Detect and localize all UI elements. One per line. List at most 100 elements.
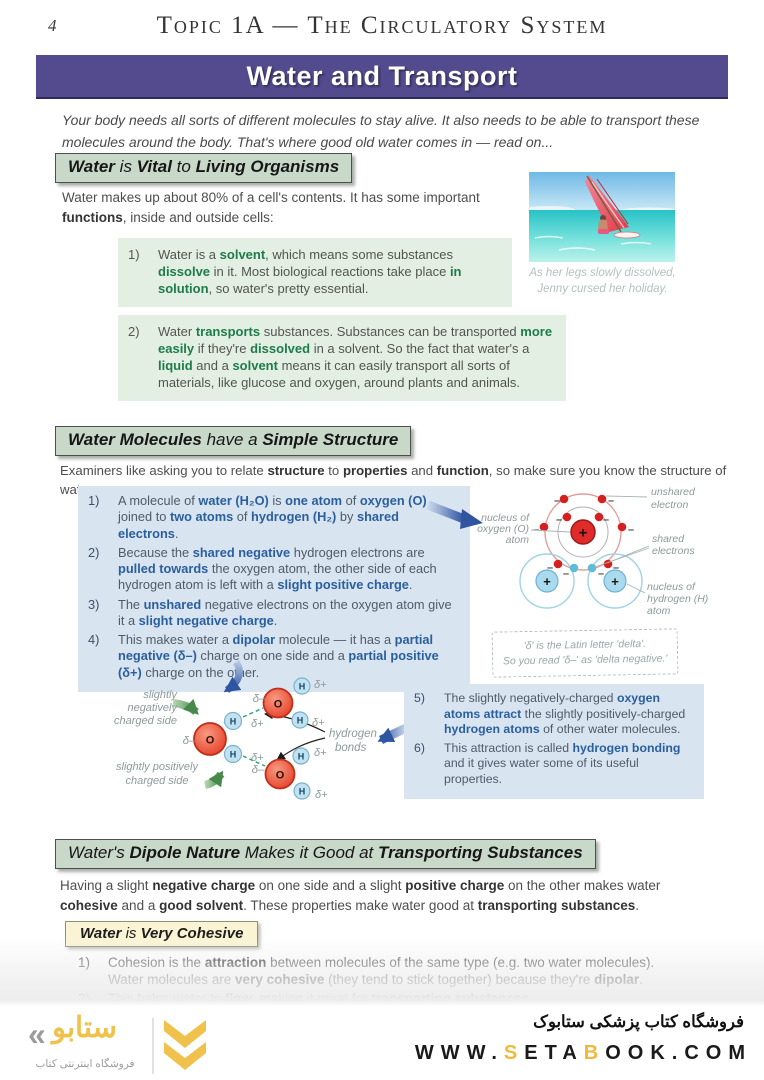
setabook-emblem-icon [164,1020,206,1070]
svg-text:charged side: charged side [126,775,189,787]
mast [586,175,622,233]
label-shared-electrons: shared [652,533,685,545]
windsurfer-head [600,215,606,221]
bond-pointer-arrow [276,737,326,761]
svg-text:δ+: δ+ [314,679,327,691]
item-number: 6) [414,740,425,755]
svg-text:H: H [299,787,306,797]
list-item: 1) A molecule of water (H₂O) is one atom… [88,493,460,542]
blue-arrow-right [426,500,483,529]
item-text: The slightly negatively-charged oxygen a… [444,691,686,737]
atom-diagram-labels: unshared electron nucleus of oxygen (O) … [477,486,708,617]
svg-text:bonds: bonds [335,742,367,754]
svg-text:–: – [547,562,553,574]
svg-text:δ+: δ+ [312,717,325,729]
green-arrow-positive [204,770,225,789]
green-box-transport: 2) Water transports substances. Substanc… [118,315,566,401]
svg-text:negatively: negatively [127,702,178,714]
svg-text:–: – [603,514,609,526]
item-number: 5) [414,691,425,705]
item-text: The unshared negative electrons on the o… [118,596,452,628]
item-number: 2) [88,544,100,560]
svg-text:δ+: δ+ [251,752,264,764]
hydrogen-bond [242,707,264,718]
delta-note: 'δ' is the Latin letter 'delta'. So you … [491,628,679,678]
intro-text: Your body needs all sorts of different m… [62,112,700,150]
label-unshared-electron: unshared [651,486,696,498]
blue-box-bonding-points: 5) The slightly negatively-charged oxyge… [404,684,704,799]
item-number: 3) [88,596,100,612]
item-number: 1) [88,493,100,508]
section3-paragraph: Having a slight negative charge on one s… [60,878,661,913]
title-banner: Water and Transport [36,55,728,99]
svg-text:+: + [611,574,619,589]
outer-electron-shell [544,493,622,571]
label-pointer-lines [530,495,650,594]
subheading-cohesive: Water is Very Cohesive [65,921,259,947]
list-item: 4) This makes water a dipolar molecule —… [88,632,460,681]
item-text: This attraction is called hydrogen bondi… [444,740,681,787]
footer: « ستابو فروشگاه اینترنتی کتاب فروشگاه کت… [0,1006,764,1080]
setabook-logo-wordmark: ستابو [52,1012,117,1044]
svg-text:δ–: δ– [253,693,266,705]
svg-text:δ–: δ– [252,764,265,776]
water-molecule-atom-diagram: + + + –– –– –– –– –– [477,486,708,617]
blue-arrow-down [223,659,243,693]
blue-arrow-left [377,723,408,745]
page-title: Water and Transport [246,60,518,91]
svg-text:+: + [543,574,551,589]
hydrogen-shell-left [519,553,575,609]
svg-text:oxygen (O): oxygen (O) [477,523,529,535]
logo-divider [152,1018,154,1074]
svg-text:–: – [563,568,569,580]
section-heading-water-vital: Water is Vital to Living Organisms [55,153,353,183]
svg-text:hydrogen (H): hydrogen (H) [647,593,708,605]
svg-text:+: + [579,525,588,542]
section-heading-structure: Water Molecules have a Simple Structure [55,426,412,456]
page-number: 4 [48,16,57,35]
hydrogen-shell-right [587,553,643,609]
list-item: 3) The unshared negative electrons on th… [88,597,460,630]
svg-text:–: – [608,495,614,507]
svg-text:atom: atom [506,534,530,546]
blue-box-structure-points: 1) A molecule of water (H₂O) is one atom… [78,486,470,692]
windsurfer-body [598,219,608,232]
item-text: Water transports substances. Substances … [158,324,553,390]
label-oxygen-nucleus: nucleus of [481,512,530,524]
svg-text:H: H [297,716,304,726]
item-text: This makes water a dipolar molecule — it… [118,632,439,680]
inner-electron-shell [557,506,609,558]
list-item: 6) This attraction is called hydrogen bo… [414,741,694,788]
svg-text:H: H [298,752,305,762]
svg-text:δ+: δ+ [315,789,328,801]
svg-text:–: – [628,524,634,536]
svg-text:atom: atom [647,605,671,617]
store-title: فروشگاه کتاب پزشکی ستابوک [533,1013,744,1031]
list-item: 2) Water transports substances. Substanc… [128,324,556,392]
svg-text:–: – [598,568,604,580]
svg-text:O: O [274,699,283,711]
list-item: 1) Cohesion is the attraction between mo… [78,955,740,988]
green-arrow-negative [172,698,199,715]
hydrogen-bonding-diagram: O H H δ– δ+ δ+ O H H δ– δ+ δ+ O H H δ– [114,659,408,801]
hydrogen-nucleus-right [603,569,627,593]
water-molecule-top-right: O H H δ– δ+ δ+ [253,677,327,729]
svg-text:δ+: δ+ [314,747,327,759]
board [613,231,641,239]
oxygen-nucleus [570,519,596,545]
svg-text:electron: electron [651,499,689,511]
svg-text:O: O [206,735,215,747]
section-heading-dipole: Water's Dipole Nature Makes it Good at T… [55,839,596,869]
unshared-electrons [539,494,627,569]
item-number: 1) [78,955,91,970]
setabook-logo-chevron-glyph: « [28,1016,46,1052]
label-negative-side: slightly [143,689,178,701]
svg-text:–: – [556,514,562,526]
svg-text:electrons: electrons [652,545,695,557]
svg-text:H: H [230,750,237,760]
svg-text:δ–: δ– [183,735,196,747]
green-box-solvent: 1) Water is a solvent, which means some … [118,238,512,307]
photo-caption: As her legs slowly dissolved, Jenny curs… [529,267,676,295]
note-line: So you read 'δ–' as 'delta negative.' [502,652,668,668]
